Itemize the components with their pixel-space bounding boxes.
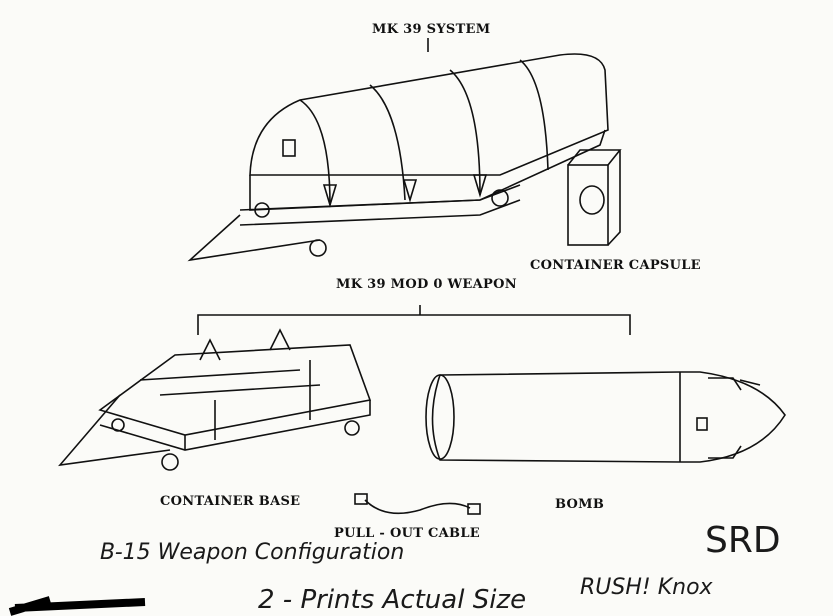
redacted-mark — [8, 596, 146, 616]
handwritten-title: B-15 Weapon Configuration — [100, 540, 405, 565]
bomb — [425, 371, 786, 463]
pull-out-cable — [354, 493, 481, 515]
label-pull-out-cable: PULL - OUT CABLE — [334, 526, 480, 541]
handwritten-rush: RUSH! Knox — [580, 575, 713, 600]
container-base — [58, 328, 372, 471]
mk39-system-trailer — [187, 38, 609, 262]
container-capsule — [567, 149, 622, 246]
label-mk39-mod0-weapon: MK 39 MOD 0 WEAPON — [336, 277, 517, 292]
weapon-bracket — [197, 305, 631, 335]
label-mk39-system: MK 39 SYSTEM — [372, 22, 491, 37]
label-container-capsule: CONTAINER CAPSULE — [530, 258, 701, 273]
handwritten-prints: 2 - Prints Actual Size — [258, 585, 527, 615]
label-bomb: BOMB — [555, 497, 605, 512]
label-container-base: CONTAINER BASE — [160, 494, 301, 509]
handwritten-srd: SRD — [705, 520, 781, 561]
